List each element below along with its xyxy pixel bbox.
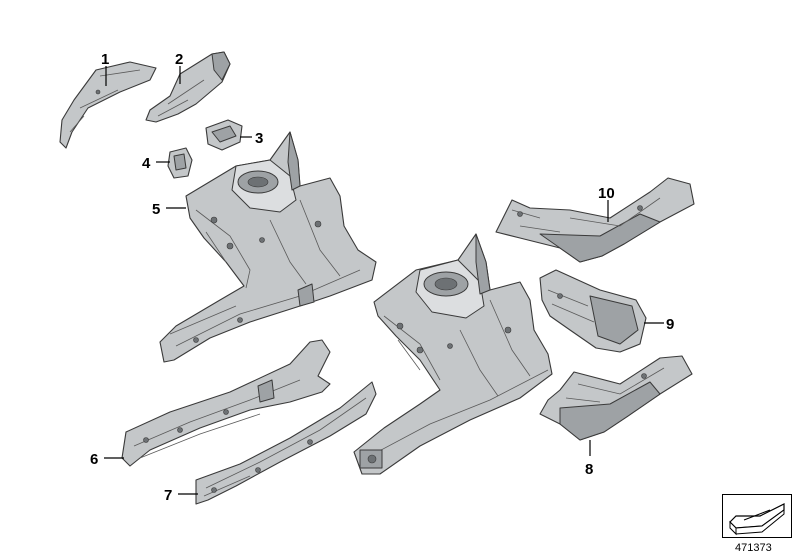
part-9-brace[interactable] xyxy=(539,269,647,353)
callout-7: 7 xyxy=(164,487,172,504)
reference-number: 471373 xyxy=(735,542,772,554)
angled-panel-icon xyxy=(729,503,785,536)
callout-3: 3 xyxy=(255,130,263,147)
reference-box xyxy=(722,494,792,538)
part-8-rear-member[interactable] xyxy=(539,355,693,441)
wheelhouse-complete-assembly[interactable] xyxy=(353,233,553,475)
callout-5: 5 xyxy=(152,201,160,218)
callout-2: 2 xyxy=(175,51,183,68)
callout-6: 6 xyxy=(90,451,98,468)
part-1-bracket[interactable] xyxy=(59,61,157,149)
callout-8: 8 xyxy=(585,461,593,478)
part-5-wheelhouse-assembly[interactable] xyxy=(159,131,377,363)
callout-1: 1 xyxy=(101,51,109,68)
part-6-longitudinal-member[interactable] xyxy=(121,339,331,467)
part-2-bracket[interactable] xyxy=(145,51,231,123)
part-3-mount[interactable] xyxy=(205,119,243,151)
part-10-rear-member[interactable] xyxy=(495,177,695,263)
part-4-mount[interactable] xyxy=(167,147,193,179)
callout-9: 9 xyxy=(666,316,674,333)
part-7-side-member[interactable] xyxy=(195,381,377,505)
callout-4: 4 xyxy=(142,155,151,172)
callout-10: 10 xyxy=(598,185,615,202)
